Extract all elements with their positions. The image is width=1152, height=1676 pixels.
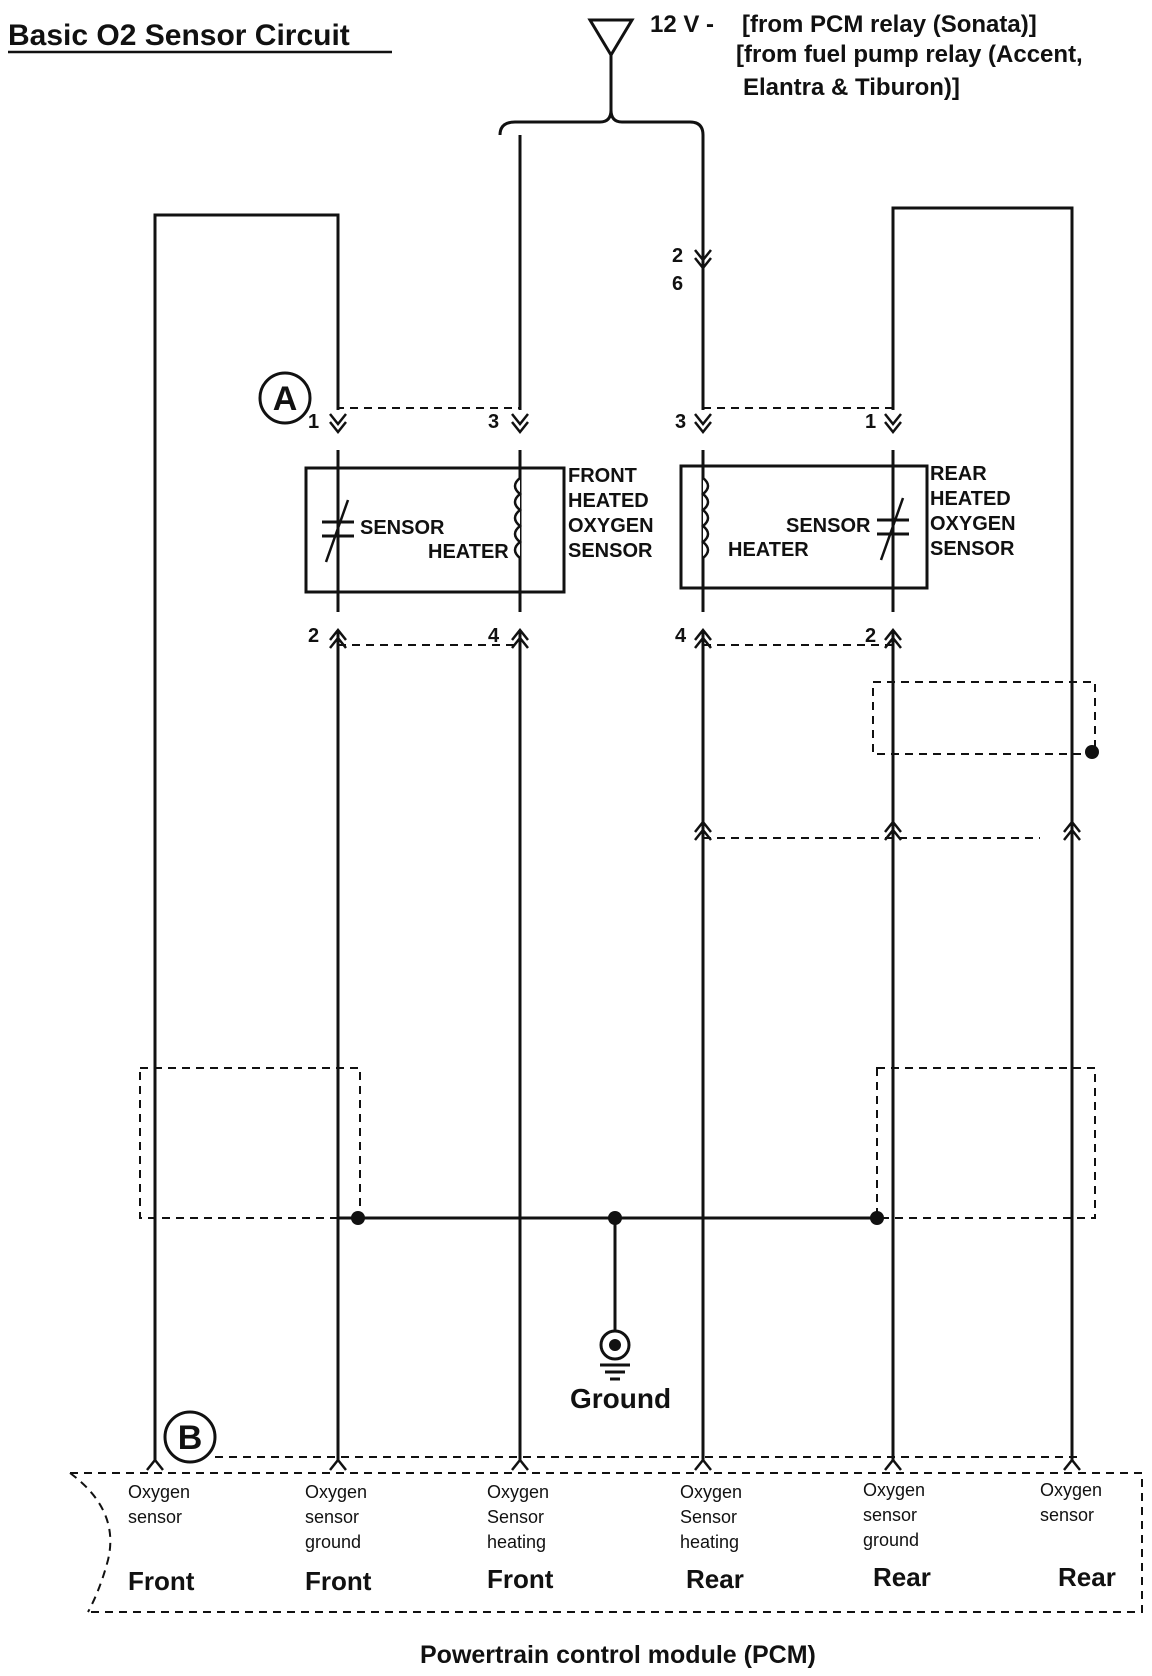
- pcm-outline: [70, 1472, 1143, 1613]
- svg-text:OXYGEN: OXYGEN: [568, 515, 654, 537]
- supply-source-line1: [from PCM relay (Sonata)]: [742, 11, 1037, 38]
- svg-text:ground: ground: [863, 1530, 919, 1550]
- svg-text:sensor: sensor: [1040, 1505, 1094, 1525]
- svg-text:A: A: [273, 380, 298, 418]
- ground-icon: [599, 1329, 631, 1381]
- pcm-terminal-front-sensor-ground: Oxygen sensor ground Front: [305, 1482, 372, 1596]
- svg-text:2: 2: [865, 625, 876, 647]
- pcm-terminal-front-oxygen-sensor: Oxygen sensor Front: [128, 1482, 195, 1596]
- svg-text:4: 4: [488, 625, 500, 647]
- front-sensor-label: SENSOR: [360, 517, 445, 539]
- junction-dot-ground: [608, 1211, 622, 1225]
- pcm-terminals: Oxygen sensor Front Oxygen sensor ground…: [128, 1480, 1116, 1596]
- svg-text:Oxygen: Oxygen: [305, 1482, 367, 1502]
- junction-dot-rear-shield: [870, 1211, 884, 1225]
- supply-symbol: [587, 18, 635, 110]
- front-sensor-resistor-icon: [322, 499, 354, 563]
- svg-text:Oxygen: Oxygen: [863, 1480, 925, 1500]
- supply-source-line3: Elantra & Tiburon)]: [743, 74, 960, 101]
- svg-text:sensor: sensor: [863, 1505, 917, 1525]
- supply-source-line2: [from fuel pump relay (Accent,: [736, 41, 1083, 68]
- rear-heated-oxygen-sensor: SENSOR HEATER: [679, 450, 929, 612]
- svg-text:Oxygen: Oxygen: [680, 1482, 742, 1502]
- svg-text:heating: heating: [680, 1532, 739, 1552]
- svg-text:SENSOR: SENSOR: [930, 538, 1015, 560]
- svg-text:Rear: Rear: [1058, 1562, 1116, 1592]
- rear-sensor-name: REAR HEATED OXYGEN SENSOR: [930, 463, 1016, 560]
- svg-text:HEATED: HEATED: [930, 488, 1011, 510]
- rear-sensor-label: SENSOR: [786, 515, 871, 537]
- svg-text:Front: Front: [128, 1566, 195, 1596]
- rear-heater-coil-icon: [701, 477, 710, 559]
- rear-heater-label: HEATER: [728, 539, 809, 561]
- pcm-terminal-rear-sensor-ground: Oxygen sensor ground Rear: [863, 1480, 931, 1592]
- front-shield-outline: [139, 1067, 361, 1219]
- marker-b: B: [163, 1410, 217, 1464]
- svg-text:ground: ground: [305, 1532, 361, 1552]
- svg-text:heating: heating: [487, 1532, 546, 1552]
- pcm-terminal-front-sensor-heating: Oxygen Sensor heating Front: [487, 1482, 554, 1594]
- svg-text:REAR: REAR: [930, 463, 987, 485]
- junction-dot-front-shield: [351, 1211, 365, 1225]
- svg-text:Rear: Rear: [873, 1562, 931, 1592]
- junction-dot-rear-connector: [1085, 745, 1099, 759]
- pcm-terminal-rear-oxygen-sensor: Oxygen sensor Rear: [1040, 1480, 1116, 1592]
- svg-text:sensor: sensor: [128, 1507, 182, 1527]
- connector-outlines: [69, 407, 1143, 1613]
- supply-brace: [498, 109, 705, 136]
- svg-text:OXYGEN: OXYGEN: [930, 513, 1016, 535]
- svg-text:4: 4: [675, 625, 687, 647]
- wire-rear-sensor-signal: [891, 206, 1074, 1462]
- svg-text:1: 1: [308, 411, 319, 433]
- ground-label: Ground: [570, 1383, 671, 1414]
- svg-text:2: 2: [308, 625, 319, 647]
- pin-numbers: 2 6 1 3 2 4 3 1 4 2: [308, 245, 876, 647]
- svg-text:Oxygen: Oxygen: [487, 1482, 549, 1502]
- svg-text:Front: Front: [305, 1566, 372, 1596]
- wire-front-sensor-signal: [153, 213, 340, 1462]
- svg-text:FRONT: FRONT: [568, 465, 637, 487]
- front-heater-coil-icon: [513, 477, 522, 559]
- svg-text:3: 3: [675, 411, 686, 433]
- svg-text:Rear: Rear: [686, 1564, 744, 1594]
- marker-a: A: [258, 371, 312, 425]
- svg-text:Oxygen: Oxygen: [128, 1482, 190, 1502]
- rear-shield-outline: [876, 1067, 1096, 1219]
- front-heater-label: HEATER: [428, 541, 509, 563]
- svg-text:SENSOR: SENSOR: [568, 540, 653, 562]
- svg-text:6: 6: [672, 273, 683, 295]
- svg-text:1: 1: [865, 411, 876, 433]
- svg-text:sensor: sensor: [305, 1507, 359, 1527]
- supply-voltage: 12 V -: [650, 11, 714, 38]
- svg-text:Front: Front: [487, 1564, 554, 1594]
- wires: [153, 135, 1074, 1462]
- front-sensor-name: FRONT HEATED OXYGEN SENSOR: [568, 465, 654, 562]
- svg-text:Sensor: Sensor: [487, 1507, 544, 1527]
- svg-text:3: 3: [488, 411, 499, 433]
- front-heated-oxygen-sensor: SENSOR HEATER: [304, 450, 566, 612]
- svg-text:B: B: [178, 1419, 203, 1457]
- svg-text:Oxygen: Oxygen: [1040, 1480, 1102, 1500]
- pcm-terminal-rear-sensor-heating: Oxygen Sensor heating Rear: [680, 1482, 744, 1594]
- svg-text:Sensor: Sensor: [680, 1507, 737, 1527]
- svg-text:2: 2: [672, 245, 683, 267]
- svg-text:HEATED: HEATED: [568, 490, 649, 512]
- diagram-title: Basic O2 Sensor Circuit: [8, 19, 350, 52]
- rear-sensor-resistor-icon: [877, 497, 909, 561]
- pcm-label: Powertrain control module (PCM): [420, 1641, 816, 1669]
